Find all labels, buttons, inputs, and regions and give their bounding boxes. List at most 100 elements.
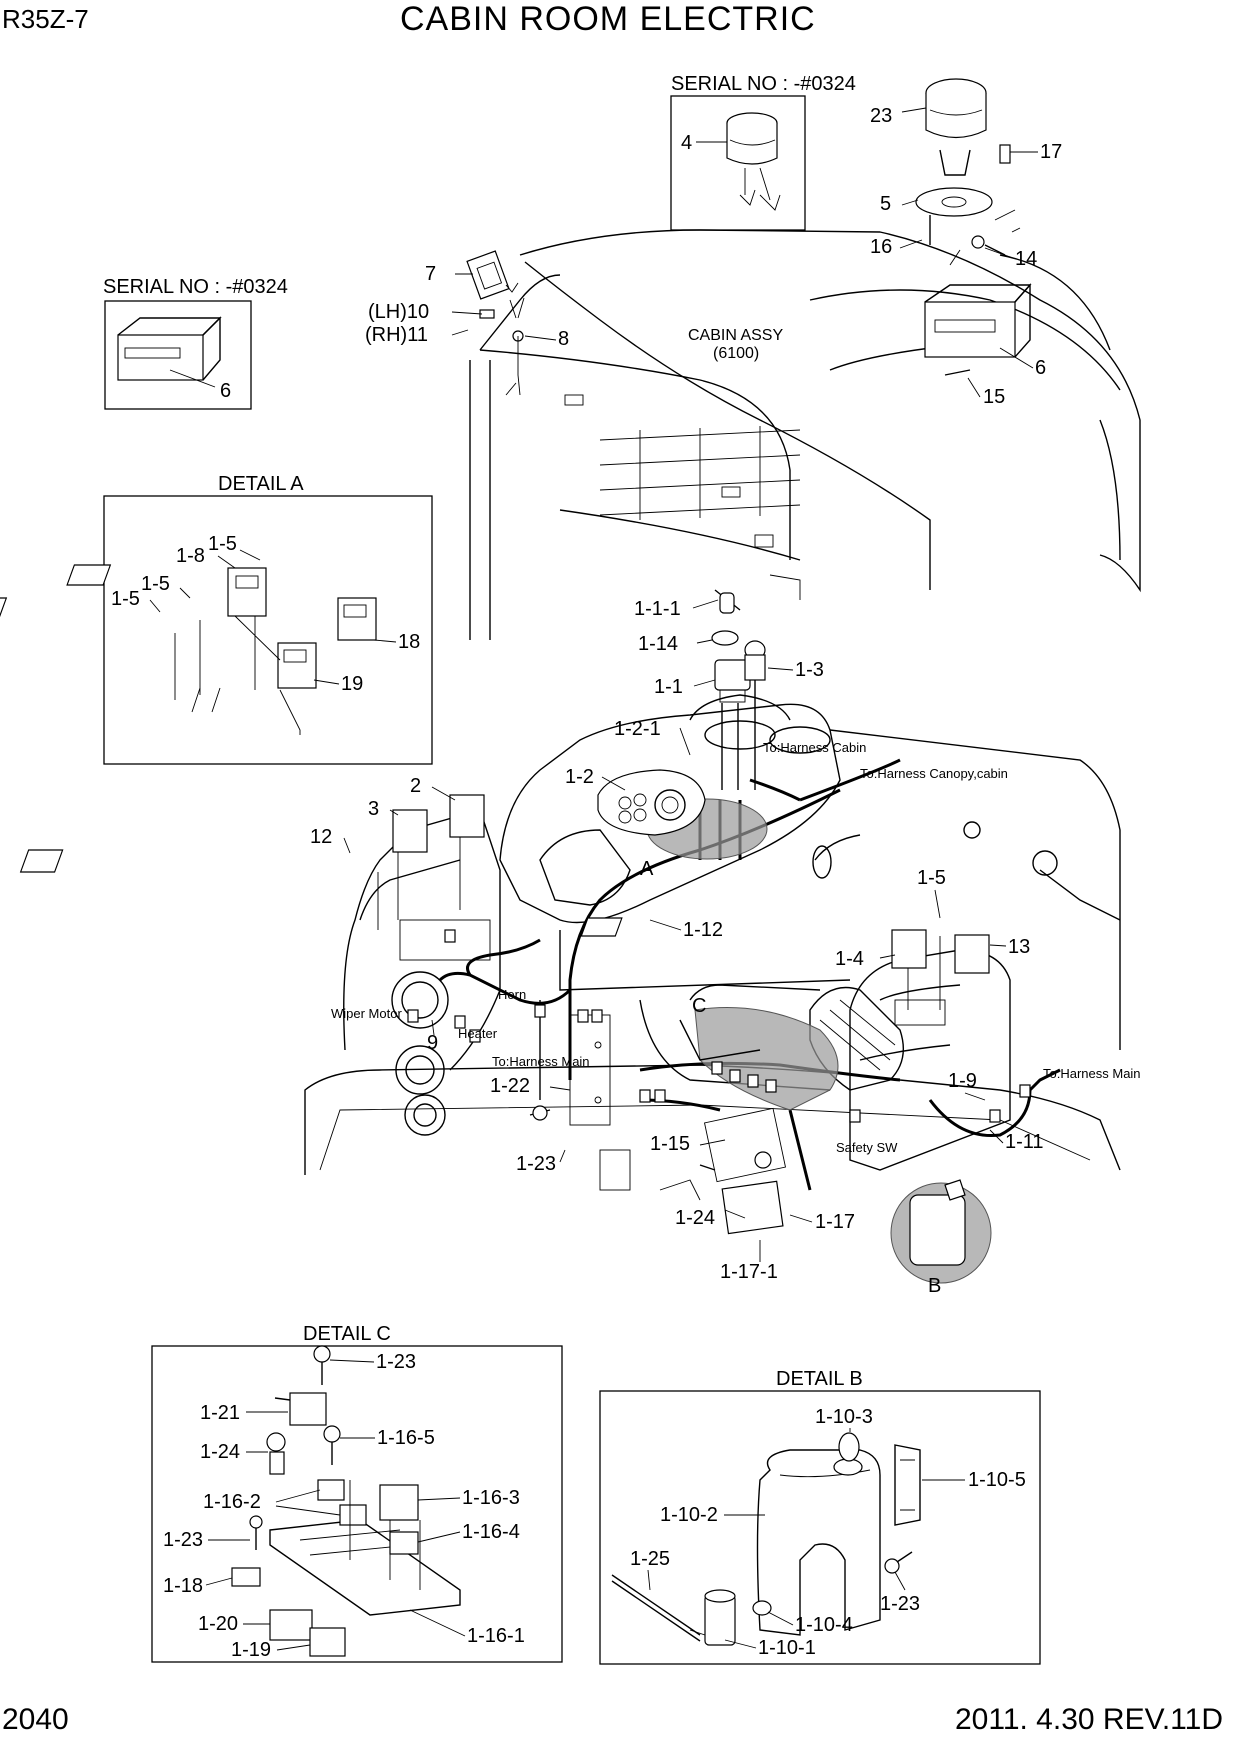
detail-b-caption: DETAIL B — [776, 1368, 863, 1390]
label-1-12: 1-12 — [683, 919, 723, 941]
note-to-harness-main-right: To:Harness Main — [1043, 1066, 1141, 1081]
detail-b-label-1-10-1: 1-10-1 — [758, 1637, 816, 1659]
seat-switches — [19, 794, 990, 1026]
instrument-cluster — [597, 769, 706, 836]
page-number: 2040 — [2, 1703, 69, 1736]
detail-c-label-1-23-top: 1-23 — [376, 1351, 416, 1373]
label-1-2-1: 1-2-1 — [614, 718, 661, 740]
label-8: 8 — [558, 328, 569, 350]
note-to-harness-canopy: To:Harness Canopy,cabin — [860, 766, 1008, 781]
note-horn: Horn — [498, 987, 526, 1002]
detail-a-label-19: 19 — [341, 673, 363, 695]
detail-c-labels: 1-23 1-21 1-16-5 1-24 1-16-2 1-16-3 1-23… — [163, 1351, 525, 1661]
detail-c-label-1-20: 1-20 — [198, 1613, 238, 1635]
label-1-5-main: 1-5 — [917, 867, 946, 889]
area-marker-b: B — [928, 1275, 941, 1297]
detail-a-box: DETAIL A — [0, 473, 433, 765]
label-1-15: 1-15 — [650, 1133, 690, 1155]
label-1-17-1: 1-17-1 — [720, 1261, 778, 1283]
label-17: 17 — [1040, 141, 1062, 163]
detail-c-caption: DETAIL C — [303, 1323, 391, 1345]
detail-b-label-1-10-4: 1-10-4 — [795, 1614, 853, 1636]
connector-marks — [407, 929, 1031, 1123]
main-relay-parts — [529, 1105, 787, 1235]
model-number: R35Z-7 — [2, 4, 89, 34]
detail-a-label-18: 18 — [398, 631, 420, 653]
label-1-24-main: 1-24 — [675, 1207, 715, 1229]
area-c-highlight — [694, 1007, 839, 1111]
label-14: 14 — [1015, 248, 1037, 270]
label-6: 6 — [1035, 357, 1046, 379]
cabin-roof-drawing — [469, 229, 1141, 640]
serial-caption-radio: SERIAL NO : -#0324 — [103, 276, 288, 298]
note-wiper-motor: Wiper Motor — [331, 1006, 402, 1021]
cabin-assy-name: CABIN ASSY — [688, 327, 783, 344]
label-1-17: 1-17 — [815, 1211, 855, 1233]
label-1-3: 1-3 — [795, 659, 824, 681]
detail-a-label-1-5-mid: 1-5 — [141, 573, 170, 595]
serial-box-radio: SERIAL NO : -#0324 6 — [103, 276, 288, 410]
detail-b-label-1-23: 1-23 — [880, 1593, 920, 1615]
detail-c-label-1-24: 1-24 — [200, 1441, 240, 1463]
label-1-22: 1-22 — [490, 1075, 530, 1097]
detail-b-label-1-10-2: 1-10-2 — [660, 1504, 718, 1526]
serial-box-beacon: SERIAL NO : -#0324 4 — [670, 73, 856, 231]
label-lh-10: (LH)10 — [368, 301, 429, 323]
detail-c-label-1-16-1: 1-16-1 — [467, 1625, 525, 1647]
serial-caption-beacon: SERIAL NO : -#0324 — [671, 73, 856, 95]
note-to-harness-main-left: To:Harness Main — [492, 1054, 590, 1069]
detail-c-label-1-18: 1-18 — [163, 1575, 203, 1597]
label-9: 9 — [427, 1032, 438, 1054]
label-5: 5 — [880, 193, 891, 215]
note-safety-sw: Safety SW — [836, 1140, 898, 1155]
label-1-1: 1-1 — [654, 676, 683, 698]
lower-cabin-drawing — [304, 694, 1121, 1201]
detail-b-label-1-25: 1-25 — [630, 1548, 670, 1570]
note-to-harness-cabin: To:Harness Cabin — [763, 740, 866, 755]
label-2: 2 — [410, 775, 421, 797]
detail-b-box: DETAIL B — [599, 1368, 1041, 1665]
label-1-14: 1-14 — [638, 633, 678, 655]
label-1-9: 1-9 — [948, 1070, 977, 1092]
detail-b-label-1-10-3: 1-10-3 — [815, 1406, 873, 1428]
detail-c-label-1-23-left: 1-23 — [163, 1529, 203, 1551]
detail-c-label-1-16-3: 1-16-3 — [462, 1487, 520, 1509]
roof-items — [466, 78, 1032, 396]
detail-a-labels: 1-5 1-8 1-5 1-5 18 19 — [111, 533, 420, 695]
label-1-1-1: 1-1-1 — [634, 598, 681, 620]
detail-b-label-1-10-5: 1-10-5 — [968, 1469, 1026, 1491]
detail-c-label-1-16-4: 1-16-4 — [462, 1521, 520, 1543]
area-marker-a: A — [640, 858, 654, 880]
part-number-4: 4 — [681, 132, 692, 154]
detail-a-label-1-5-left: 1-5 — [111, 588, 140, 610]
label-15: 15 — [983, 386, 1005, 408]
cabin-assy-label: CABIN ASSY (6100) — [688, 327, 783, 362]
label-12: 12 — [310, 826, 332, 848]
label-1-23-main: 1-23 — [516, 1153, 556, 1175]
label-13: 13 — [1008, 936, 1030, 958]
area-marker-c: C — [692, 995, 706, 1017]
label-1-4: 1-4 — [835, 948, 864, 970]
label-1-2: 1-2 — [565, 766, 594, 788]
label-rh-11: (RH)11 — [365, 324, 428, 346]
label-16: 16 — [870, 236, 892, 258]
detail-a-label-1-5-top: 1-5 — [208, 533, 237, 555]
label-7: 7 — [425, 263, 436, 285]
part-number-6-serial: 6 — [220, 380, 231, 402]
detail-c-label-1-16-2: 1-16-2 — [203, 1491, 261, 1513]
detail-c-label-1-16-5: 1-16-5 — [377, 1427, 435, 1449]
detail-a-label-1-8: 1-8 — [176, 545, 205, 567]
detail-c-box: DETAIL C — [151, 1323, 563, 1663]
label-1-11: 1-11 — [1005, 1131, 1044, 1153]
detail-b-labels: 1-10-3 1-10-5 1-10-2 1-25 1-23 1-10-4 1-… — [630, 1406, 1026, 1659]
label-23: 23 — [870, 105, 892, 127]
note-heater: Heater — [458, 1026, 498, 1041]
detail-a-caption: DETAIL A — [218, 473, 304, 495]
cabin-assy-code: (6100) — [713, 345, 759, 362]
label-3: 3 — [368, 798, 379, 820]
revision-date: 2011. 4.30 REV.11D — [955, 1703, 1223, 1736]
detail-c-label-1-21: 1-21 — [200, 1402, 240, 1424]
page-title: CABIN ROOM ELECTRIC — [400, 0, 816, 38]
main-part-labels: 23 17 5 16 14 6 15 7 (LH)10 (RH)11 8 1-1… — [310, 105, 1062, 1283]
